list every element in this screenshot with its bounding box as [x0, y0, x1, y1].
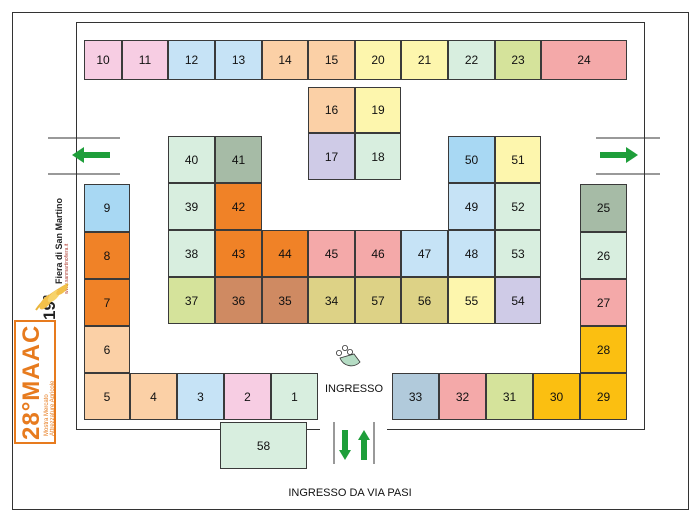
- entrance-label: INGRESSO: [324, 383, 384, 395]
- entrance-opening: [320, 425, 387, 435]
- exit-arrow-right-icon: [600, 147, 638, 163]
- booth-12: 12: [168, 40, 215, 80]
- booth-58: 58: [220, 422, 307, 469]
- event-wordmark: 28°MAAC: [18, 324, 45, 440]
- booth-49: 49: [448, 183, 495, 230]
- event-tagline-2: Attrezzature Agricole: [50, 380, 56, 436]
- booth-14: 14: [262, 40, 308, 80]
- booth-29: 29: [580, 373, 627, 420]
- booth-13: 13: [215, 40, 262, 80]
- booth-37: 37: [168, 277, 215, 324]
- booth-19: 19: [355, 87, 401, 133]
- booth-57: 57: [355, 277, 401, 324]
- booth-45: 45: [308, 230, 355, 277]
- booth-36: 36: [215, 277, 262, 324]
- booth-25: 25: [580, 184, 627, 232]
- booth-42: 42: [215, 183, 262, 230]
- booth-27: 27: [580, 279, 627, 326]
- booth-33: 33: [392, 373, 439, 420]
- booth-31: 31: [486, 373, 533, 420]
- booth-22: 22: [448, 40, 495, 80]
- booth-32: 32: [439, 373, 486, 420]
- booth-9: 9: [84, 184, 130, 232]
- fair-name: Fiera di San Martino: [54, 197, 64, 284]
- booth-54: 54: [495, 277, 541, 324]
- booth-16: 16: [308, 87, 355, 133]
- booth-24: 24: [541, 40, 627, 80]
- booth-7: 7: [84, 279, 130, 326]
- map-frame: [12, 12, 689, 510]
- exit-arrow-left-icon: [72, 147, 110, 163]
- booth-38: 38: [168, 230, 215, 277]
- entrance-passage: [333, 422, 375, 464]
- booth-26: 26: [580, 232, 627, 279]
- entry-arrow-down-icon: [339, 430, 351, 460]
- booth-5: 5: [84, 373, 130, 420]
- exit-right: [596, 137, 660, 175]
- booth-52: 52: [495, 183, 541, 230]
- booth-10: 10: [84, 40, 122, 80]
- street-entrance-label: INGRESSO DA VIA PASI: [288, 487, 412, 499]
- booth-56: 56: [401, 277, 448, 324]
- booth-43: 43: [215, 230, 262, 277]
- entrance-marker-icon: [336, 345, 361, 367]
- booth-50: 50: [448, 136, 495, 183]
- logo-block: 19ª Fiera di San Martino www.sanmartinof…: [14, 190, 72, 450]
- booth-23: 23: [495, 40, 541, 80]
- booth-51: 51: [495, 136, 541, 183]
- booth-40: 40: [168, 136, 215, 183]
- booth-18: 18: [355, 133, 401, 180]
- booth-46: 46: [355, 230, 401, 277]
- booth-53: 53: [495, 230, 541, 277]
- exit-left: [48, 137, 120, 175]
- booth-39: 39: [168, 183, 215, 230]
- booth-11: 11: [122, 40, 168, 80]
- booth-4: 4: [130, 373, 177, 420]
- booth-55: 55: [448, 277, 495, 324]
- booth-41: 41: [215, 136, 262, 183]
- booth-34: 34: [308, 277, 355, 324]
- exit-arrow-up-icon: [358, 430, 370, 460]
- booth-1: 1: [271, 373, 318, 420]
- booth-20: 20: [355, 40, 401, 80]
- booth-47: 47: [401, 230, 448, 277]
- booth-17: 17: [308, 133, 355, 180]
- booth-15: 15: [308, 40, 355, 80]
- booth-48: 48: [448, 230, 495, 277]
- maac-logo-frame: [14, 320, 56, 444]
- booth-35: 35: [262, 277, 308, 324]
- booth-21: 21: [401, 40, 448, 80]
- booth-28: 28: [580, 326, 627, 373]
- exhibition-hall: [76, 22, 645, 430]
- booth-3: 3: [177, 373, 224, 420]
- booth-44: 44: [262, 230, 308, 277]
- wheat-logo-icon: [35, 283, 69, 311]
- booth-8: 8: [84, 232, 130, 279]
- booth-2: 2: [224, 373, 271, 420]
- booth-6: 6: [84, 326, 130, 373]
- booth-30: 30: [533, 373, 580, 420]
